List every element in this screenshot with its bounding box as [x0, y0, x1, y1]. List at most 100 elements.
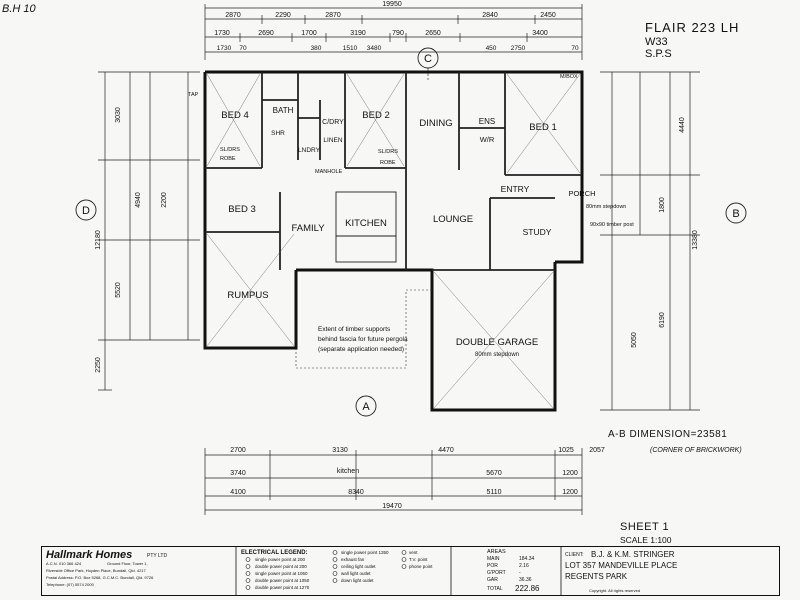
section-marker-c: C [417, 47, 439, 80]
dim-label: 5110 [486, 489, 501, 496]
room-wir: W/R [480, 135, 495, 144]
client-suburb: REGENTS PARK [565, 572, 628, 581]
right-dim-labels: 4440 1800 13380 6190 5050 [631, 117, 699, 348]
dim-label: 1800 [659, 197, 666, 213]
note-tap: TAP [188, 92, 199, 98]
area-value: 184.34 [519, 556, 535, 562]
dim-label: 5670 [486, 470, 502, 477]
area-total-value: 222.86 [515, 584, 540, 593]
room-porch: PORCH [568, 189, 595, 198]
plan-name: FLAIR 223 LH [645, 20, 739, 35]
dim-label: 450 [486, 45, 497, 52]
dim-label: 6190 [659, 312, 666, 328]
room-study: STUDY [523, 227, 552, 237]
note-mbox: M/BOX [560, 74, 578, 80]
plan-notes: ROBE ROBE SL/DRS SL/DRS MANHOLE M/BOX TA… [188, 74, 634, 228]
corner-mark: B.H 10 [2, 3, 37, 15]
legend-item: phone point [409, 564, 433, 569]
legend-item: single power point at 200 [255, 557, 306, 562]
dim-label: 3480 [367, 45, 382, 52]
room-kitchen: KITCHEN [345, 218, 387, 229]
room-bed2: BED 2 [362, 110, 389, 121]
office-line: Telephone: (07) 5574 2000 [46, 582, 95, 587]
marker-label: B [732, 208, 739, 220]
marker-label: A [362, 401, 370, 413]
room-rumpus: RUMPUS [227, 290, 268, 301]
ab-dimension: A-B DIMENSION=23581 [608, 429, 727, 440]
dim-label: 2690 [258, 30, 274, 37]
area-value: 36.36 [519, 577, 532, 583]
company-sub: A.C.N. 010 366 424 [46, 561, 82, 566]
note-sl-drs: SL/DRS [220, 147, 240, 153]
top-dim-row1: 2870 2290 2870 2840 2450 [225, 12, 556, 19]
section-marker-a: A [355, 395, 377, 417]
pergola-note-line: (separate application needed) [318, 346, 404, 353]
dim-label: 790 [392, 30, 404, 37]
dim-label: 2840 [482, 12, 498, 19]
note-robe: ROBE [220, 156, 236, 162]
room-ens: ENS [479, 117, 495, 126]
legend-item: double power point at 200 [255, 564, 307, 569]
area-value: - [519, 570, 521, 576]
legend-item: vent [409, 550, 418, 555]
dim-label: 2250 [95, 357, 102, 373]
pergola-note: Extent of timber supports behind fascia … [318, 326, 408, 353]
legend-item: single power point 1350 [341, 550, 389, 555]
copyright: Copyright. All rights reserved [589, 588, 640, 593]
dim-label: 5050 [631, 332, 638, 348]
room-cdry: C/DRY [322, 119, 344, 126]
ab-dimension-note: (CORNER OF BRICKWORK) [650, 447, 742, 454]
room-entry: ENTRY [501, 184, 530, 194]
room-bath: BATH [273, 106, 294, 115]
bottom-dim-row1: 2700 3130 4470 1025 2057 [230, 447, 605, 454]
office-line: Ground Floor, Tower 1, [107, 561, 148, 566]
sheet-number: SHEET 1 [620, 521, 669, 533]
company-block: Hallmark Homes PTY LTD A.C.N. 010 366 42… [46, 549, 167, 587]
note-sl-drs: SL/DRS [378, 149, 398, 155]
right-dimensions [600, 71, 700, 411]
office-line: Postal Address: P.O. Box 5268, G.C.M.C. … [46, 575, 154, 580]
dim-label: 4470 [438, 447, 454, 454]
dim-label: 1510 [343, 45, 358, 52]
dim-label: 8340 [348, 489, 364, 496]
dim-label: 1700 [301, 30, 317, 37]
dim-label: 2200 [161, 192, 168, 208]
area-total-label: TOTAL [487, 586, 503, 592]
ceiling-light-lines [206, 73, 581, 409]
company-suffix: PTY LTD [147, 553, 167, 559]
room-labels: BED 4 BATH SHR C/DRY LINEN LNDRY BED 2 D… [221, 106, 595, 358]
marker-label: C [424, 53, 432, 65]
dim-label: 12180 [95, 230, 102, 250]
legend-item: wall light outlet [341, 571, 371, 576]
areas-block: AREAS MAIN 184.34 POR 2.16 G'PORT - GAR … [487, 549, 540, 593]
dim-label: 2650 [425, 30, 441, 37]
dim-label: 2870 [225, 12, 241, 19]
area-label: G'PORT [487, 570, 506, 576]
kitchen-bench [335, 191, 397, 263]
client-name: B.J. & K.M. STRINGER [591, 550, 675, 559]
exterior-walls [203, 70, 584, 412]
client-label: CLIENT: [565, 552, 584, 558]
dim-label: 2057 [589, 447, 605, 454]
office-line: Riverside Office Park, Hoyden Place, Bun… [46, 568, 147, 573]
dim-label: 70 [239, 45, 247, 52]
bottom-dim-row2: 3740 kitchen 5670 1200 [230, 468, 578, 477]
title-block: Hallmark Homes PTY LTD A.C.N. 010 366 42… [41, 546, 780, 596]
pergola-note-line: Extent of timber supports [318, 326, 391, 333]
plan-code-line2: W33 [645, 36, 668, 48]
top-dim-row2: 1730 2690 1700 3190 790 2650 3400 [214, 30, 548, 37]
room-linen: LINEN [323, 137, 342, 144]
note-robe: ROBE [380, 160, 396, 166]
client-block: CLIENT: B.J. & K.M. STRINGER LOT 357 MAN… [565, 550, 677, 593]
dim-label: 3130 [332, 447, 348, 454]
legend-item: ceiling light outlet [341, 564, 376, 569]
room-bed3: BED 3 [228, 204, 255, 215]
areas-title: AREAS [487, 549, 506, 555]
dim-label: 13380 [692, 230, 699, 250]
dim-label: 1200 [562, 489, 578, 496]
legend-item: T.V. point [409, 557, 428, 562]
dim-label: 4440 [679, 117, 686, 133]
area-label: POR [487, 563, 498, 569]
dim-label: 1730 [217, 45, 232, 52]
